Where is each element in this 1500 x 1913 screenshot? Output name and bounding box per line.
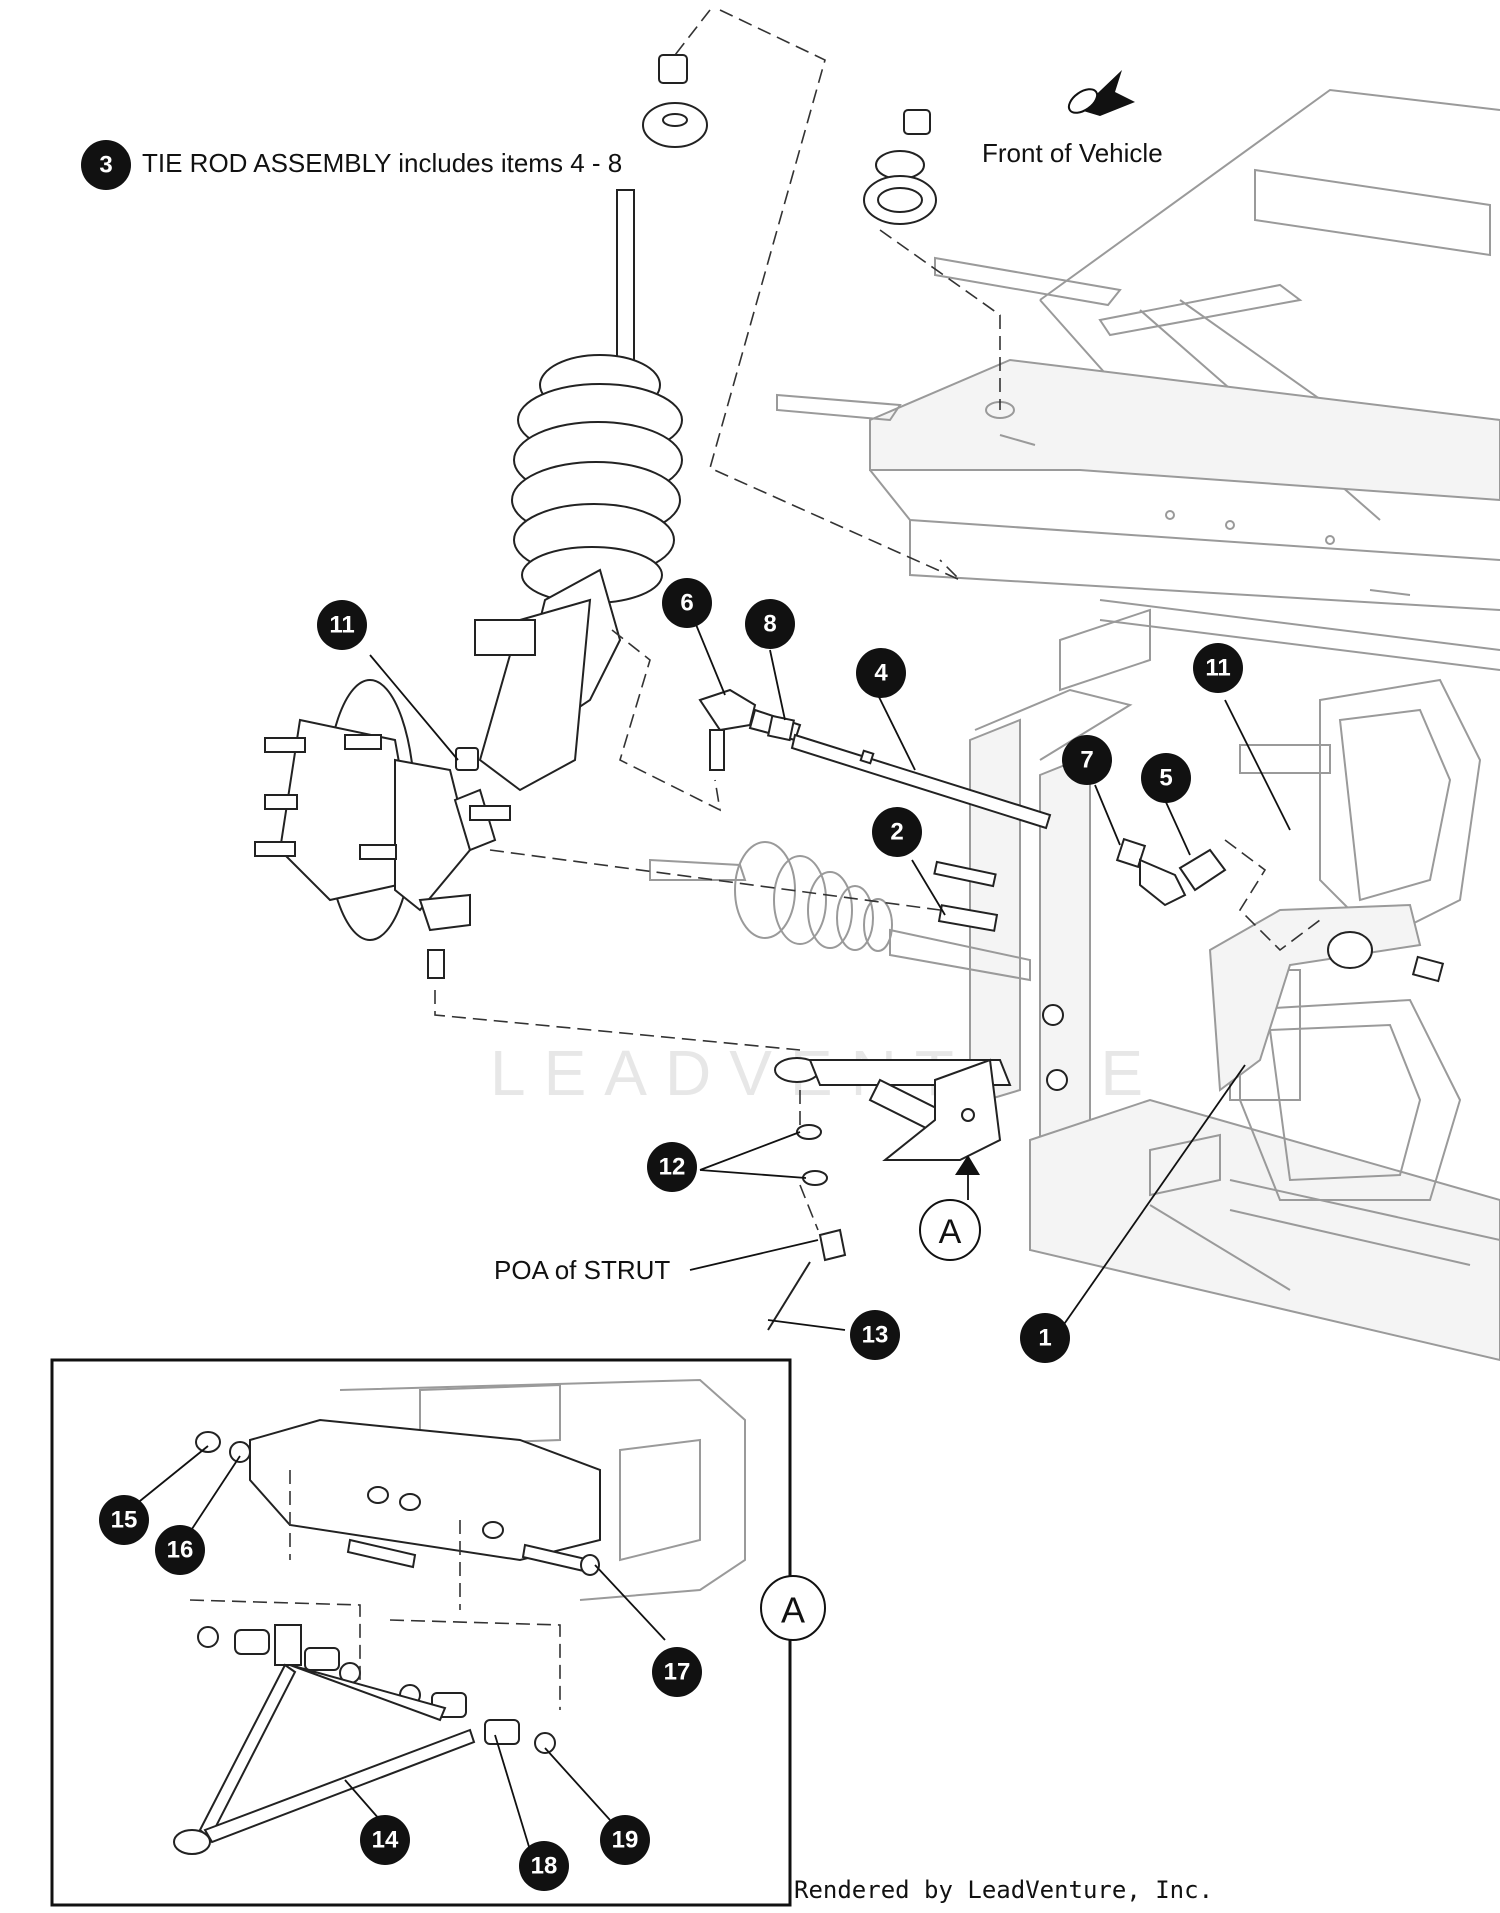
wheel-hub: [254, 679, 511, 979]
svg-text:4: 4: [874, 660, 888, 687]
callout-5: 5: [1141, 753, 1191, 803]
callout-11-right: 11: [1193, 643, 1243, 693]
tie-rod-note: TIE ROD ASSEMBLY includes items 4 - 8: [142, 148, 623, 178]
callout-11-left: 11: [317, 600, 367, 650]
callout-3: 3: [81, 140, 131, 190]
svg-text:14: 14: [372, 1827, 399, 1854]
poa-strut-label: POA of STRUT: [494, 1255, 671, 1285]
callout-13: 13: [850, 1310, 900, 1360]
svg-text:18: 18: [531, 1853, 558, 1880]
callout-16: 16: [155, 1525, 205, 1575]
tie-rod: [698, 688, 1227, 907]
detail-a-tag: A: [939, 1213, 962, 1251]
svg-text:2: 2: [890, 819, 903, 846]
callout-14: 14: [360, 1815, 410, 1865]
svg-text:11: 11: [329, 612, 354, 639]
leader-lines: [369, 609, 1291, 1331]
detail-a-panel: A: [50, 1358, 826, 1907]
svg-text:5: 5: [1159, 765, 1172, 792]
washers-and-cotter: [767, 1124, 847, 1331]
callout-7: 7: [1062, 735, 1112, 785]
svg-text:19: 19: [612, 1827, 639, 1854]
stud: [937, 904, 999, 932]
callout-12: 12: [647, 1142, 697, 1192]
coil-spring: [511, 354, 683, 604]
detail-a-pointer: A: [919, 1155, 981, 1261]
svg-text:12: 12: [659, 1154, 686, 1181]
svg-text:11: 11: [1205, 655, 1230, 682]
callout-15: 15: [99, 1495, 149, 1545]
vehicle-frame: [776, 88, 1500, 1362]
svg-text:7: 7: [1080, 747, 1093, 774]
callout-19: 19: [600, 1815, 650, 1865]
front-of-vehicle-label: Front of Vehicle: [982, 138, 1163, 168]
render-credit: Rendered by LeadVenture, Inc.: [794, 1876, 1214, 1904]
callout-1: 1: [1020, 1313, 1070, 1363]
svg-text:13: 13: [862, 1322, 889, 1349]
svg-text:1: 1: [1038, 1325, 1051, 1352]
callout-2: 2: [872, 807, 922, 857]
svg-text:16: 16: [167, 1537, 194, 1564]
callout-8: 8: [745, 599, 795, 649]
knuckle-bracket: [1208, 903, 1445, 1092]
callout-4: 4: [856, 648, 906, 698]
svg-text:15: 15: [111, 1507, 138, 1534]
svg-text:3: 3: [99, 152, 112, 179]
strut-assembly: [474, 54, 708, 792]
callout-17: 17: [652, 1647, 702, 1697]
upper-mount-parts: [863, 109, 937, 225]
cv-axle: [649, 841, 1031, 982]
front-arrow-icon: [1067, 70, 1135, 116]
svg-text:8: 8: [763, 611, 776, 638]
svg-text:17: 17: [664, 1659, 691, 1686]
explode-lines: [434, 9, 1321, 1231]
lower-a-arm: [774, 1004, 1068, 1161]
svg-text:6: 6: [680, 590, 693, 617]
detail-a-panel-tag: A: [781, 1590, 805, 1631]
a-arm-bushings: [197, 1624, 556, 1754]
callout-18: 18: [519, 1841, 569, 1891]
callout-6: 6: [662, 578, 712, 628]
